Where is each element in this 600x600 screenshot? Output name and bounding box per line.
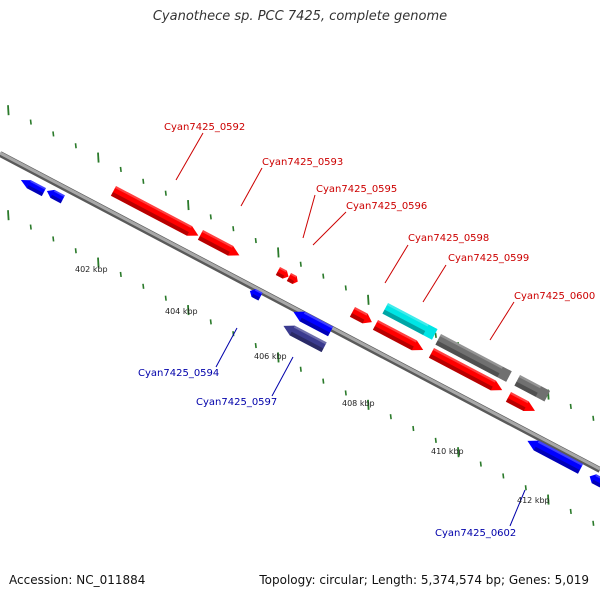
scale-tick bbox=[142, 178, 145, 184]
gene-label-0598: Cyan7425_0598 bbox=[408, 233, 489, 244]
gene-label-0602: Cyan7425_0602 bbox=[435, 528, 516, 539]
scale-label-404: 404 kbp bbox=[165, 307, 198, 316]
scale-tick bbox=[187, 304, 190, 316]
gene-cyan7425-0600[interactable] bbox=[514, 375, 551, 402]
scale-tick bbox=[367, 294, 370, 305]
scale-tick bbox=[592, 520, 595, 526]
gene-label-0597: Cyan7425_0597 bbox=[196, 397, 277, 408]
scale-tick bbox=[187, 199, 190, 211]
gene-cyan7425-0595[interactable] bbox=[275, 267, 291, 281]
gene-red-d[interactable] bbox=[428, 348, 505, 395]
scale-tick bbox=[277, 352, 280, 363]
callout-lines bbox=[175, 132, 526, 527]
scale-tick bbox=[119, 271, 122, 278]
scale-tick bbox=[209, 214, 212, 220]
scale-tick bbox=[52, 131, 55, 137]
scale-tick bbox=[74, 143, 77, 149]
scale-tick bbox=[164, 295, 167, 301]
scale-tick bbox=[254, 342, 257, 349]
scale-label-412: 412 kbp bbox=[517, 496, 550, 505]
gene-labels: Cyan7425_0592 Cyan7425_0593 Cyan7425_059… bbox=[138, 122, 595, 539]
scale-tick bbox=[254, 237, 257, 244]
gene-cyan7425-0598[interactable] bbox=[382, 303, 438, 340]
scale-labels: 402 kbp 404 kbp 406 kbp 408 kbp 410 kbp … bbox=[75, 265, 550, 505]
scale-tick bbox=[52, 236, 55, 242]
gene-cyan7425-0602[interactable] bbox=[525, 436, 584, 474]
scale-tick bbox=[389, 414, 392, 420]
scale-label-406: 406 kbp bbox=[254, 352, 287, 361]
scale-tick bbox=[299, 261, 302, 267]
scale-tick bbox=[479, 461, 482, 467]
gene-blue-b[interactable] bbox=[45, 187, 65, 204]
scale-tick bbox=[74, 248, 77, 254]
scale-tick bbox=[524, 485, 527, 491]
gene-label-0599: Cyan7425_0599 bbox=[448, 253, 529, 264]
scale-tick bbox=[547, 494, 550, 505]
gene-cyan7425-0599[interactable] bbox=[435, 334, 512, 382]
gene-label-0596: Cyan7425_0596 bbox=[346, 201, 427, 212]
scale-tick bbox=[367, 399, 370, 410]
scale-label-402: 402 kbp bbox=[75, 265, 108, 274]
genome-backbone bbox=[0, 151, 600, 473]
scale-tick bbox=[142, 283, 145, 289]
gene-blue-edge[interactable] bbox=[587, 472, 600, 488]
gene-cyan7425-0597[interactable] bbox=[281, 321, 327, 353]
scale-label-410: 410 kbp bbox=[431, 447, 464, 456]
scale-tick bbox=[29, 224, 32, 230]
scale-label-408: 408 kbp bbox=[342, 399, 375, 408]
genome-summary-text: Topology: circular; Length: 5,374,574 bp… bbox=[259, 573, 589, 587]
gene-cyan7425-0592[interactable] bbox=[110, 186, 201, 240]
scale-tick bbox=[299, 366, 302, 372]
scale-tick bbox=[457, 447, 460, 458]
diagram-title: Cyanothece sp. PCC 7425, complete genome bbox=[152, 9, 448, 24]
scale-tick bbox=[322, 273, 325, 279]
scale-tick bbox=[97, 257, 100, 268]
scale-tick bbox=[412, 425, 415, 432]
scale-tick bbox=[434, 332, 437, 338]
scale-tick bbox=[434, 437, 437, 443]
gene-blue-a[interactable] bbox=[19, 176, 47, 197]
accession-text: Accession: NC_011884 bbox=[9, 573, 146, 587]
gene-cyan7425-0596[interactable] bbox=[286, 273, 300, 286]
scale-tick bbox=[97, 152, 100, 163]
scale-tick bbox=[344, 390, 347, 396]
gene-label-0592: Cyan7425_0592 bbox=[164, 122, 245, 133]
gene-red-e[interactable] bbox=[505, 392, 538, 416]
gene-label-0594: Cyan7425_0594 bbox=[138, 368, 219, 379]
scale-tick bbox=[232, 226, 235, 232]
scale-tick bbox=[164, 190, 167, 196]
scale-tick bbox=[592, 415, 595, 421]
gene-label-0593: Cyan7425_0593 bbox=[262, 157, 343, 168]
gene-cyan7425-0594[interactable] bbox=[248, 287, 263, 301]
gene-label-0595: Cyan7425_0595 bbox=[316, 184, 397, 195]
scale-tick bbox=[29, 119, 32, 125]
gene-red-c[interactable] bbox=[372, 320, 426, 355]
scale-tick bbox=[322, 378, 325, 384]
scale-tick bbox=[277, 247, 280, 258]
scale-tick bbox=[7, 210, 10, 221]
gene-red-small[interactable] bbox=[349, 307, 375, 327]
scale-tick bbox=[344, 285, 347, 291]
gene-label-0600: Cyan7425_0600 bbox=[514, 291, 595, 302]
gene-cyan7425-0597-upper[interactable] bbox=[291, 307, 334, 337]
gene-features bbox=[19, 176, 600, 488]
scale-tick bbox=[502, 473, 505, 479]
gene-cyan7425-0593[interactable] bbox=[197, 230, 242, 260]
scale-tick bbox=[7, 105, 10, 116]
scale-tick bbox=[119, 166, 122, 173]
scale-tick bbox=[209, 319, 212, 325]
scale-tick bbox=[569, 508, 572, 515]
scale-tick bbox=[569, 403, 572, 410]
